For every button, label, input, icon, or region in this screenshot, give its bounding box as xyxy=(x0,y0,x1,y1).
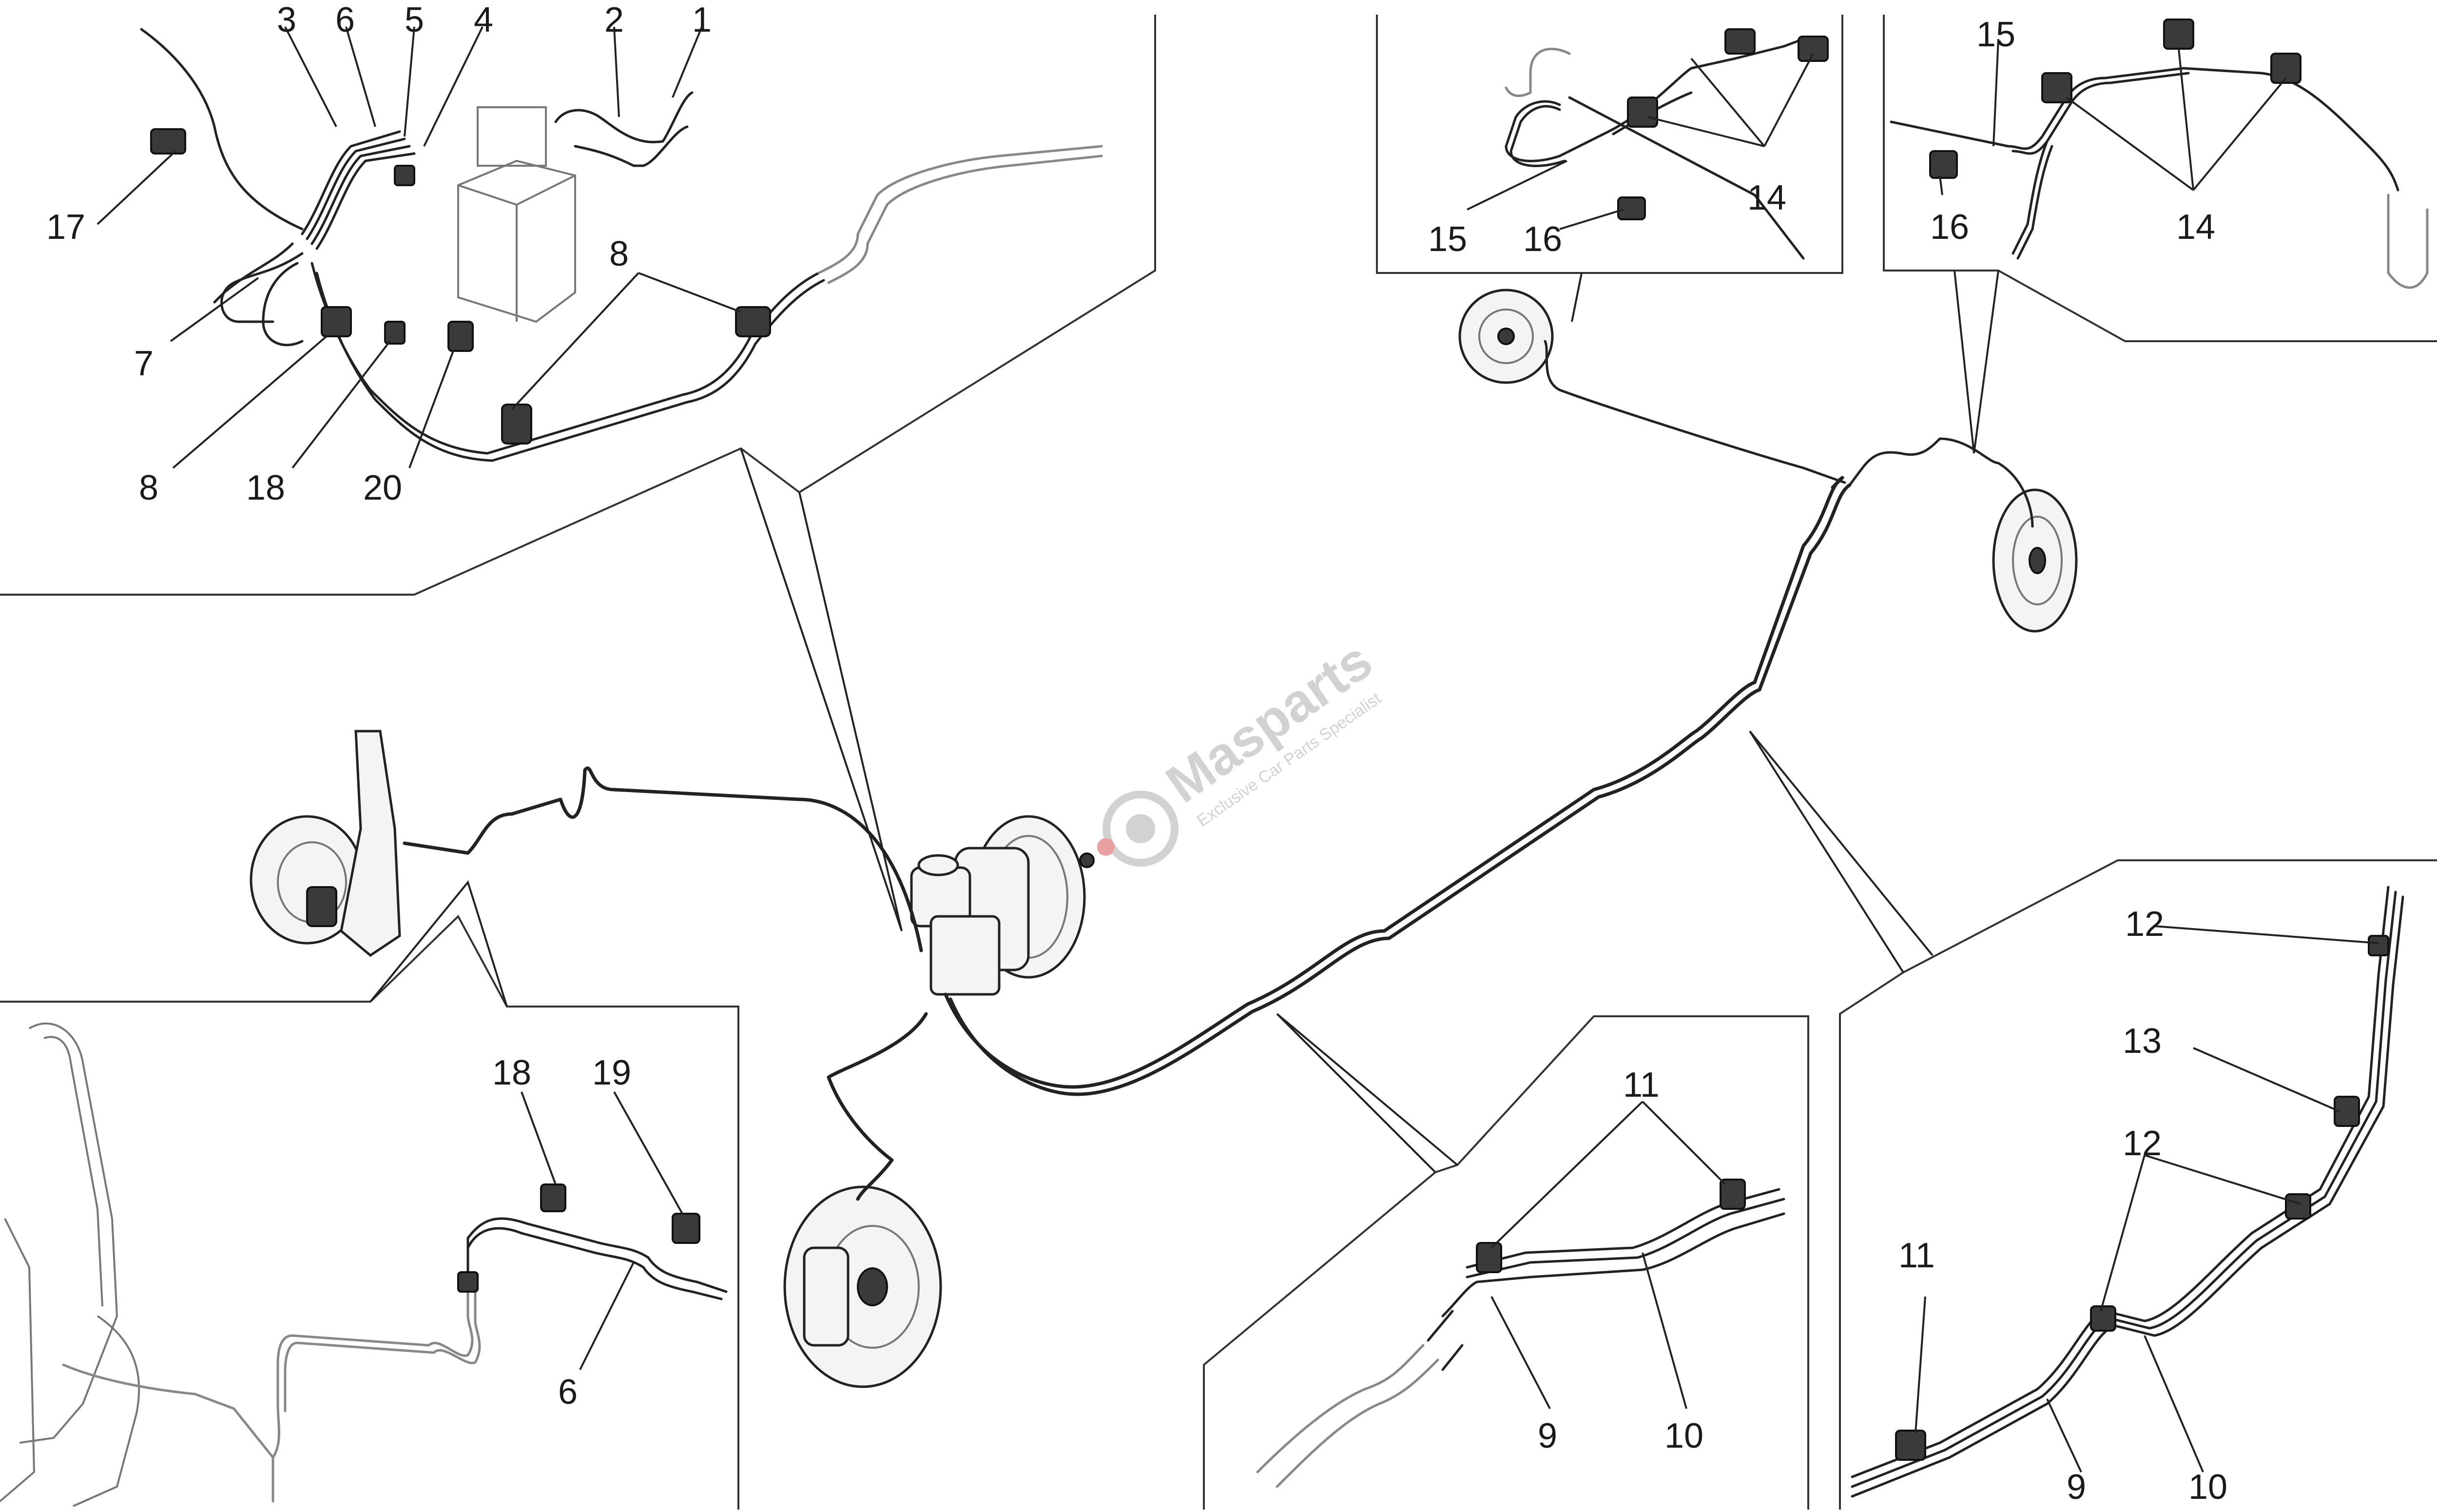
rear-right-detail-drawing: 15 16 14 xyxy=(1890,15,2429,289)
callout-17: 17 xyxy=(46,208,85,247)
callout-12-top: 12 xyxy=(2125,905,2164,944)
callout-5: 5 xyxy=(405,0,424,39)
callout-7: 7 xyxy=(134,344,154,383)
callout-11-mid: 11 xyxy=(1623,1066,1660,1105)
main-assembly xyxy=(250,289,2078,1388)
front-left-brake xyxy=(250,730,401,957)
callout-15-b: 15 xyxy=(1976,15,2015,54)
rear-right-brake xyxy=(1992,488,2078,633)
brake-line-front-left xyxy=(403,766,923,952)
wedge-rear-left xyxy=(1571,272,1583,322)
callout-18-bottom: 18 xyxy=(492,1053,531,1092)
frame-underbody-rear-detail xyxy=(1839,859,2437,1510)
front-left-detail-drawing: 18 19 6 xyxy=(0,1022,728,1507)
callout-11-rear: 11 xyxy=(1898,1236,1935,1275)
callout-19: 19 xyxy=(592,1053,631,1092)
callout-18-top: 18 xyxy=(246,468,285,507)
wedge-underbody-mid xyxy=(1276,1013,1458,1173)
brake-line-rear-left xyxy=(1544,340,1846,484)
underbody-rear-detail-drawing: 12 13 12 11 9 10 xyxy=(1851,886,2404,1507)
callout-16-a: 16 xyxy=(1523,220,1562,259)
front-right-brake xyxy=(783,1185,942,1388)
callout-4: 4 xyxy=(474,0,493,39)
callout-15-a: 15 xyxy=(1428,220,1467,259)
brake-line-rear-main-b xyxy=(948,483,1852,1096)
callout-10-rear: 10 xyxy=(2188,1468,2227,1507)
detail-frames xyxy=(0,15,2437,1510)
brake-line-rear-right xyxy=(1848,437,2034,528)
brake-line-rear-main-a xyxy=(944,476,1844,1089)
frame-underbody-mid-detail xyxy=(1203,1015,1809,1510)
callout-3: 3 xyxy=(277,0,296,39)
callout-12-bottom: 12 xyxy=(2123,1124,2162,1163)
abs-clip-17 xyxy=(150,128,186,155)
rear-left-brake xyxy=(1458,289,1554,384)
callout-16-b: 16 xyxy=(1930,208,1969,247)
callout-14-b: 14 xyxy=(2176,208,2215,247)
wedge-rear-right xyxy=(1953,270,1999,454)
callout-8-bottom: 8 xyxy=(139,468,158,507)
callout-1: 1 xyxy=(692,0,712,39)
frame-rear-right-detail xyxy=(1883,15,2437,342)
underbody-mid-detail-drawing: 11 9 10 xyxy=(1256,1066,1785,1488)
wedge-underbody-rear xyxy=(1749,730,1934,973)
callout-9-rear: 9 xyxy=(2067,1468,2086,1507)
callout-14-a: 14 xyxy=(1747,178,1786,217)
frame-front-left-detail xyxy=(0,914,739,1510)
callout-6-bottom: 6 xyxy=(558,1373,578,1412)
abs-unit xyxy=(457,159,576,323)
masparts-watermark: Masparts Exclusive Car Parts Specialist xyxy=(1097,630,1385,867)
callout-8-top: 8 xyxy=(609,234,629,273)
callout-13: 13 xyxy=(2123,1022,2162,1061)
brake-line-front-right xyxy=(827,1012,928,1201)
callout-9-mid: 9 xyxy=(1538,1416,1557,1455)
wedge-front-left xyxy=(369,880,508,1007)
callout-6: 6 xyxy=(335,0,355,39)
frame-abs-detail xyxy=(0,15,1156,596)
wedge-abs xyxy=(740,448,903,931)
abs-detail-drawing: 3 6 5 4 2 1 17 7 8 8 18 20 xyxy=(46,0,1103,507)
rear-left-detail-drawing: 14 15 16 xyxy=(1428,28,1829,260)
callout-20: 20 xyxy=(363,468,402,507)
frame-rear-left-detail xyxy=(1376,15,1843,274)
master-cylinder xyxy=(910,854,1001,996)
callout-2: 2 xyxy=(604,0,624,39)
callout-10-mid: 10 xyxy=(1664,1416,1703,1455)
